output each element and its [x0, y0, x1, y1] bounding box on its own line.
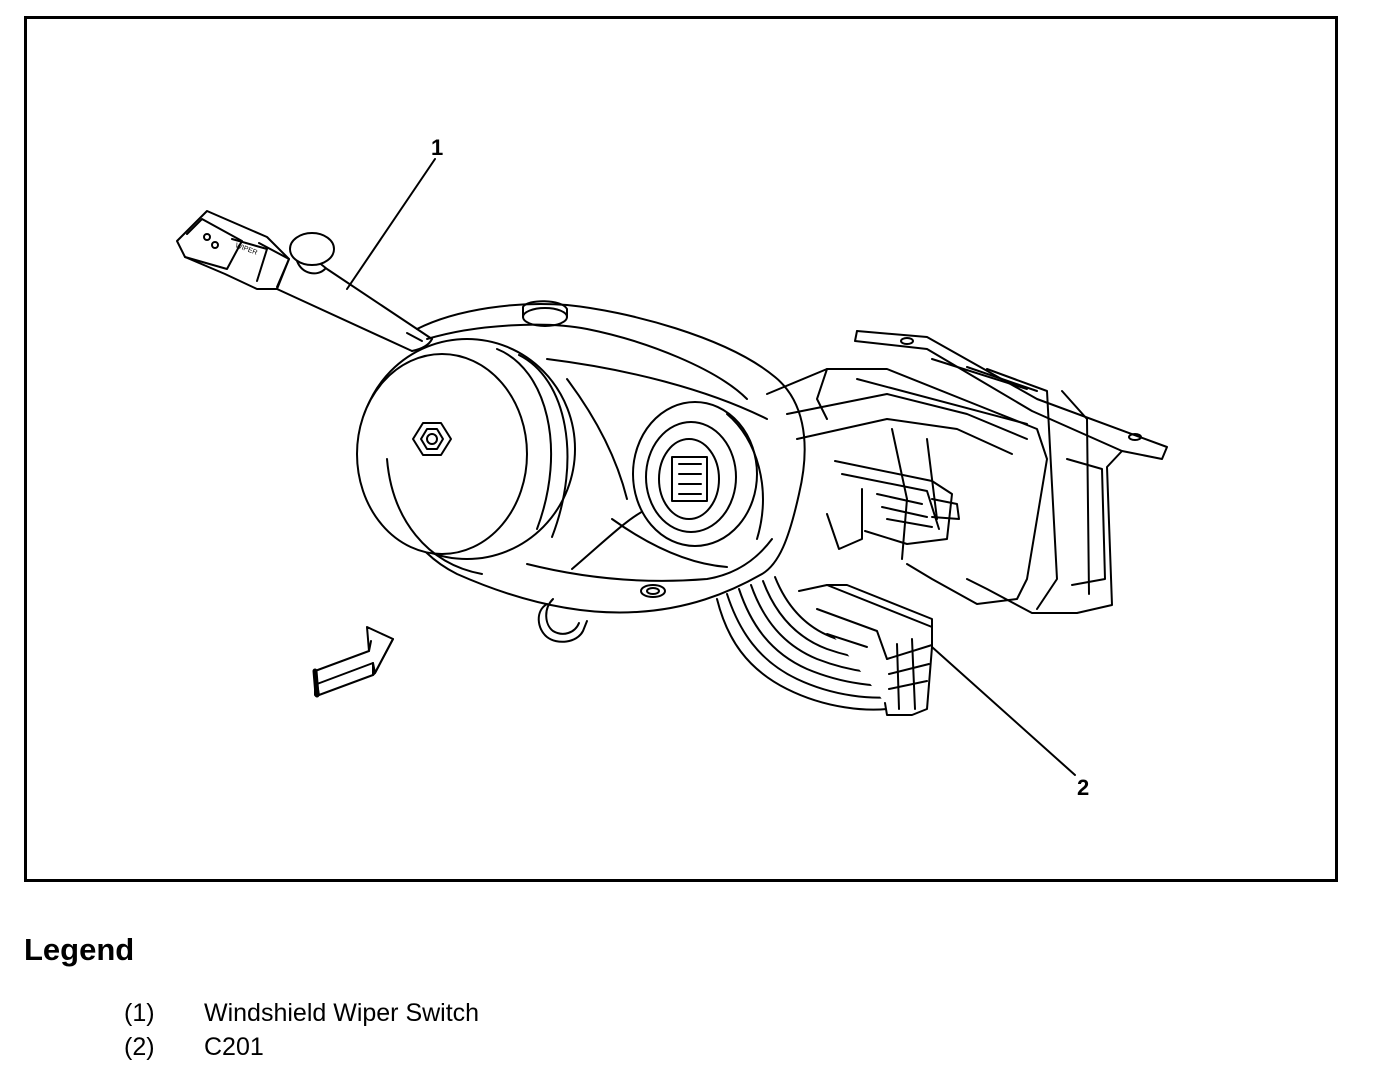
view-arrow	[312, 626, 394, 698]
switch-housing	[386, 300, 806, 614]
callout-leader-2	[931, 646, 1076, 776]
legend-title: Legend	[24, 932, 135, 967]
callout-leaders	[346, 158, 1076, 776]
steering-column-illustration: WIPER	[176, 158, 1168, 776]
mounting-bracket	[854, 330, 1168, 614]
diagram-frame: WIPER 1 2	[24, 16, 1338, 882]
column-housing	[766, 368, 1048, 605]
lock-cylinder	[632, 401, 764, 547]
wiper-stalk	[176, 210, 433, 352]
column-connector	[826, 460, 960, 550]
legend-item-text: Windshield Wiper Switch	[204, 999, 480, 1027]
hook-bracket	[537, 598, 588, 643]
callout-1: 1	[431, 135, 444, 160]
legend-item-number: (1)	[124, 999, 155, 1027]
legend-item-text: C201	[204, 1033, 264, 1061]
callout-2: 2	[1077, 775, 1090, 800]
steering-shaft-hub	[356, 338, 576, 575]
c201-connector-shape	[798, 584, 933, 716]
callout-leader-1	[346, 158, 436, 290]
legend-item-number: (2)	[124, 1033, 155, 1061]
